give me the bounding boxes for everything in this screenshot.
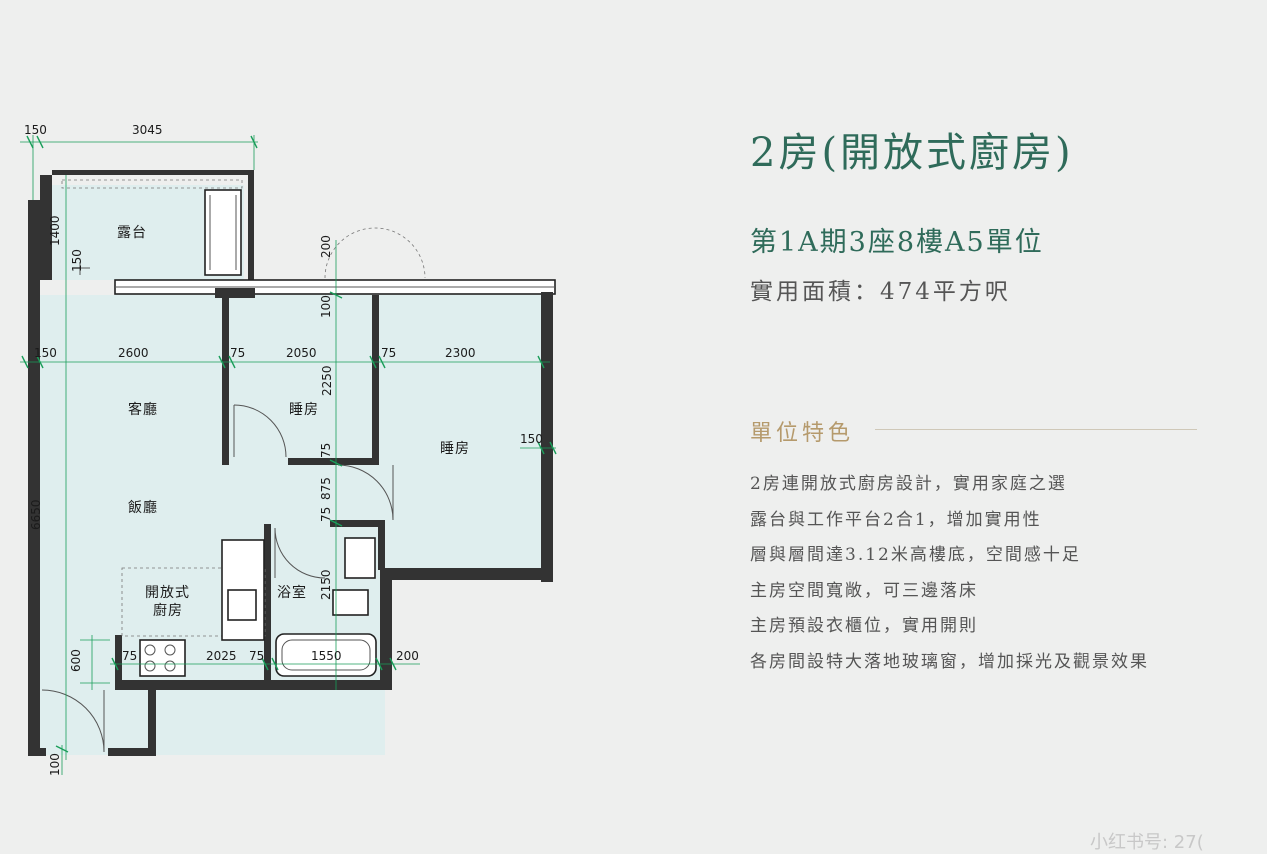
dimension-lines	[20, 135, 557, 775]
list-item: 各房間設特大落地玻璃窗，增加採光及觀景效果	[750, 651, 1149, 672]
room-label-bedroom-1: 睡房	[289, 402, 319, 418]
walls	[28, 170, 556, 756]
page-title: 2房(開放式廚房)	[750, 130, 1074, 176]
dim-row-2300: 2300	[445, 346, 476, 360]
dim-75-v-b: 75	[319, 507, 333, 522]
room-label-bedroom-2: 睡房	[440, 441, 470, 457]
features-heading: 單位特色	[750, 421, 855, 446]
room-label-dining: 飯廳	[128, 499, 158, 516]
dim-row-2050: 2050	[286, 346, 317, 360]
list-item: 層與層間達3.12米高樓底，空間感十足	[750, 545, 1081, 565]
dim-200-v: 200	[319, 235, 333, 258]
unit-label: 第1A期3座8樓A5單位	[750, 227, 1044, 258]
list-item: 主房預設衣櫃位，實用開則	[750, 616, 978, 636]
floor-main	[40, 295, 545, 570]
dim-row-75a: 75	[230, 346, 245, 360]
floor-plan: 150 3045 1400 150 200 100 150 2600 75 20…	[20, 123, 557, 776]
dim-top-3045: 3045	[132, 123, 163, 137]
dim-row-150: 150	[34, 346, 57, 360]
dim-b-200: 200	[396, 649, 419, 663]
dim-row-2600: 2600	[118, 346, 149, 360]
dim-100-bottom: 100	[48, 753, 62, 776]
dim-2150: 2150	[319, 569, 333, 600]
room-label-kitchen-line1: 開放式	[145, 585, 190, 601]
dim-b-75b: 75	[249, 649, 264, 663]
room-label-kitchen-line2: 廚房	[153, 602, 183, 619]
watermark: 小红书号: 27(	[1090, 832, 1204, 853]
dim-150-v: 150	[70, 249, 84, 272]
dim-875: 875	[319, 477, 333, 500]
features-list: 2房連開放式廚房設計，實用家庭之選 露台與工作平台2合1，增加實用性 層與層間達…	[750, 470, 1149, 683]
dim-top-150: 150	[24, 123, 47, 137]
room-label-bathroom: 浴室	[277, 584, 307, 601]
dim-b-1550: 1550	[311, 649, 342, 663]
dim-1400: 1400	[48, 215, 62, 246]
dim-right-150: 150	[520, 432, 543, 446]
features-divider	[875, 429, 1197, 430]
dim-75-v-a: 75	[319, 443, 333, 458]
dim-100-v: 100	[319, 295, 333, 318]
list-item: 2房連開放式廚房設計，實用家庭之選	[750, 474, 1067, 494]
dim-b-2025: 2025	[206, 649, 237, 663]
dim-600: 600	[69, 649, 83, 672]
room-label-living: 客廳	[128, 401, 158, 418]
dim-6650: 6650	[29, 499, 43, 530]
list-item: 露台與工作平台2合1，增加實用性	[750, 509, 1042, 530]
room-label-balcony: 露台	[117, 225, 147, 241]
dim-2250: 2250	[320, 365, 334, 396]
list-item: 主房空間寬敞，可三邊落床	[750, 580, 978, 601]
saleable-area: 實用面積：474平方呎	[750, 279, 1011, 305]
dim-row-75b: 75	[381, 346, 396, 360]
dim-b-75a: 75	[122, 649, 137, 663]
